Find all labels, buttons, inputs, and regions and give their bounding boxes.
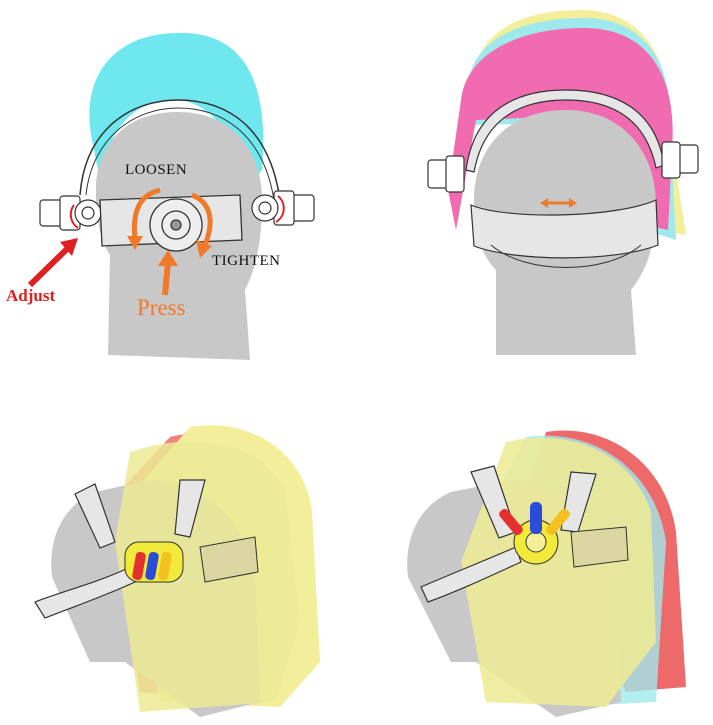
ratchet-knob	[150, 199, 202, 251]
right-knob	[662, 142, 698, 178]
side-view-levers-down-illustration	[0, 362, 356, 725]
adjust-label: Adjust	[6, 286, 55, 306]
press-arrow	[165, 262, 168, 295]
panel-side-view-levers-down	[0, 362, 356, 725]
left-knob	[428, 156, 464, 192]
press-label: Press	[137, 295, 186, 321]
tighten-label: TIGHTEN	[212, 253, 280, 270]
adjust-arrow	[30, 248, 68, 285]
panel-rear-view-strap	[356, 0, 713, 362]
side-view-levers-up-illustration	[356, 362, 713, 725]
panel-side-view-levers-up	[356, 362, 713, 725]
lever-blue	[530, 502, 542, 534]
loosen-label: LOOSEN	[125, 162, 187, 179]
rear-view-strap-illustration	[356, 0, 713, 362]
side-pocket	[571, 527, 628, 567]
